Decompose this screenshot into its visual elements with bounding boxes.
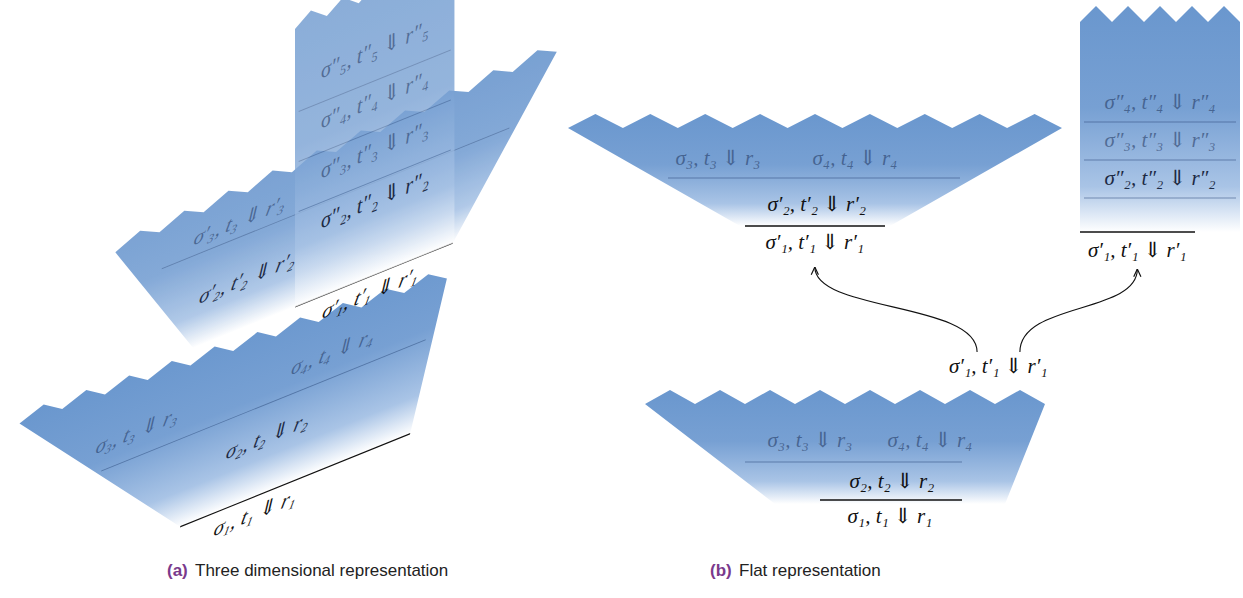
judgement-text: σ₂, t₂ ⇓ r₂ xyxy=(850,469,935,494)
judgement-text: σ₄, t₄ ⇓ r₄ xyxy=(888,428,973,453)
premise-rule xyxy=(101,340,425,471)
premise-rule xyxy=(1084,160,1236,161)
premise-rule xyxy=(1084,198,1236,199)
sheet-fill xyxy=(1080,6,1240,232)
premise-rule xyxy=(1084,122,1236,123)
derivation-sheet: σ₃, t₃ ⇓ r₃ σ₄, t₄ ⇓ r₄ σ′₂, t′₂ ⇓ r′₂ σ′₁,… xyxy=(560,116,1070,266)
judgement-text: σ″₄, t″₄ ⇓ r″₄ xyxy=(1105,90,1216,115)
judgement-text: σ′₂, t′₂ ⇓ r′₂ xyxy=(768,192,867,217)
conclusion-rule xyxy=(745,225,885,226)
subfigure-tag: (a) xyxy=(167,561,188,581)
judgement-node: σ′₁, t′₁ ⇓ r′₁ xyxy=(945,352,1052,381)
arrow-connector xyxy=(815,267,977,352)
judgement-text: σ′₁, t′₁ ⇓ r′₁ xyxy=(1088,238,1187,263)
derivation-sheet: σ₃, t₃ ⇓ r₃ σ₄, t₄ ⇓ r₄ σ₂, t₂ ⇓ r₂ σ₁, t₁ … xyxy=(640,392,1050,532)
conclusion-rule xyxy=(820,499,962,500)
sheet-shape xyxy=(640,392,1050,532)
sheet-fill xyxy=(0,238,456,598)
subfigure-tag: (b) xyxy=(710,561,732,581)
judgement-text: σ″₂, t″₂ ⇓ r″₂ xyxy=(1105,166,1216,191)
sheet-fill xyxy=(645,390,1045,504)
arrow-connector xyxy=(1020,269,1137,352)
conclusion-rule xyxy=(180,434,410,527)
judgement-text: σ₁, t₁ ⇓ r₁ xyxy=(848,504,933,529)
premise-rule xyxy=(745,462,962,463)
premise-rule xyxy=(668,178,960,179)
derivation-sheet: σ″₅, t″₅ ⇓ r″₅σ″₄, t″₄ ⇓ r″₄σ″₃, t″₃ ⇓ r… xyxy=(295,0,454,307)
judgement-text: σ′₁, t′₁ ⇓ r′₁ xyxy=(766,230,865,255)
judgement-text: σ₃, t₃ ⇓ r₃ xyxy=(768,428,853,453)
sheet-fill xyxy=(295,0,454,307)
judgement-text: σ′₁, t′₁ ⇓ r′₁ xyxy=(949,354,1048,379)
conclusion-rule xyxy=(1080,231,1195,232)
subfigure-caption: Three dimensional representation xyxy=(195,561,448,581)
subfigure-caption: Flat representation xyxy=(739,561,881,581)
judgement-text: σ″₃, t″₃ ⇓ r″₃ xyxy=(1105,128,1216,153)
judgement-text: σ₃, t₃ ⇓ r₃ xyxy=(676,146,761,171)
derivation-sheet: σ″₄, t″₄ ⇓ r″₄ σ″₃, t″₃ ⇓ r″₃ σ″₂, t″₂ ⇓ r… xyxy=(1080,0,1240,268)
sheet-fill xyxy=(568,114,1062,226)
judgement-text: σ₄, t₄ ⇓ r₄ xyxy=(813,146,898,171)
